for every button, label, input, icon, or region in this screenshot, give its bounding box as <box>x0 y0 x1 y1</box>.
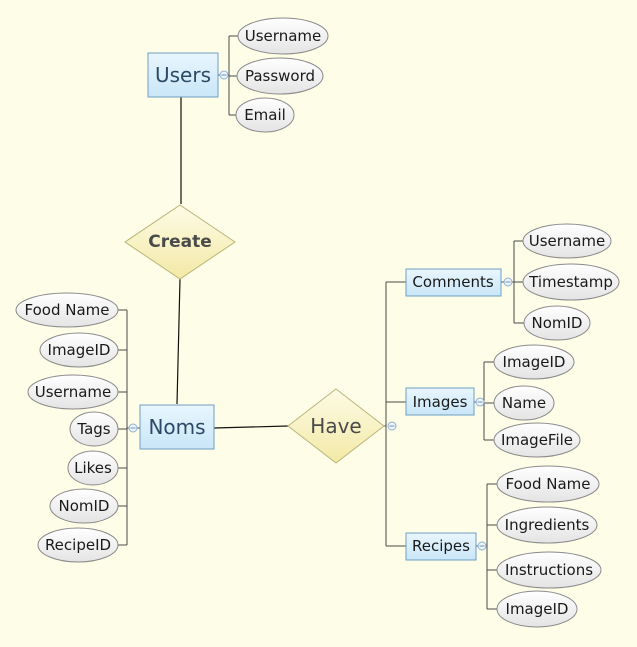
svg-text:Food Name: Food Name <box>506 475 591 493</box>
recipes-attribute[interactable]: Food Name <box>496 465 600 503</box>
comments-attribute[interactable]: NomID <box>523 305 591 341</box>
svg-text:Password: Password <box>245 67 315 85</box>
entity-images-label: Images <box>413 393 468 411</box>
entity-noms[interactable]: Noms <box>139 404 215 450</box>
collapse-toggle-icon[interactable] <box>128 423 138 433</box>
svg-text:Username: Username <box>245 27 321 45</box>
images-attribute[interactable]: ImageFile <box>493 422 581 458</box>
svg-text:Username: Username <box>529 232 605 250</box>
svg-text:Ingredients: Ingredients <box>505 516 590 534</box>
images-attribute[interactable]: Name <box>493 385 555 421</box>
entity-comments[interactable]: Comments <box>405 268 502 297</box>
svg-text:ImageID: ImageID <box>506 600 569 618</box>
entity-users[interactable]: Users <box>147 52 219 98</box>
collapse-toggle-icon[interactable] <box>219 70 229 80</box>
svg-text:Timestamp: Timestamp <box>528 273 613 291</box>
svg-text:Email: Email <box>244 106 286 124</box>
users-attribute[interactable]: Email <box>235 97 295 133</box>
noms-attribute[interactable]: RecipeID <box>37 527 119 563</box>
comments-attribute[interactable]: Timestamp <box>522 263 620 301</box>
collapse-toggle-icon[interactable] <box>477 541 487 551</box>
entity-comments-label: Comments <box>412 273 493 291</box>
svg-text:Tags: Tags <box>76 420 110 438</box>
recipes-attribute[interactable]: Ingredients <box>496 506 598 544</box>
svg-text:Food Name: Food Name <box>25 301 110 319</box>
relationship-have-label: Have <box>310 414 361 438</box>
svg-text:RecipeID: RecipeID <box>45 536 111 554</box>
noms-attribute[interactable]: Username <box>27 374 119 410</box>
svg-text:NomID: NomID <box>532 314 583 332</box>
svg-text:Likes: Likes <box>74 459 112 477</box>
svg-text:ImageID: ImageID <box>48 341 111 359</box>
noms-attribute[interactable]: NomID <box>49 488 119 524</box>
svg-text:ImageFile: ImageFile <box>501 431 573 449</box>
svg-text:Name: Name <box>502 394 546 412</box>
entity-recipes-label: Recipes <box>412 537 470 555</box>
svg-text:Username: Username <box>35 383 111 401</box>
comments-attribute[interactable]: Username <box>522 223 612 259</box>
entity-noms-label: Noms <box>148 415 205 439</box>
svg-text:ImageID: ImageID <box>503 353 566 371</box>
relationship-create[interactable]: Create <box>124 204 236 280</box>
users-attribute[interactable]: Username <box>237 17 329 55</box>
entity-images[interactable]: Images <box>405 387 475 416</box>
svg-text:Instructions: Instructions <box>505 561 593 579</box>
collapse-toggle-icon[interactable] <box>475 397 485 407</box>
users-attribute[interactable]: Password <box>236 57 324 95</box>
images-attribute[interactable]: ImageID <box>493 344 575 380</box>
svg-text:NomID: NomID <box>59 497 110 515</box>
entity-recipes[interactable]: Recipes <box>405 532 477 561</box>
recipes-attribute[interactable]: Instructions <box>496 551 602 589</box>
relationship-have[interactable]: Have <box>287 388 385 464</box>
relationship-create-label: Create <box>148 232 212 252</box>
connector-lines <box>118 35 524 610</box>
collapse-toggle-icon[interactable] <box>503 277 513 287</box>
noms-attribute[interactable]: Tags <box>69 411 119 447</box>
noms-attribute[interactable]: ImageID <box>39 332 119 368</box>
collapse-toggle-icon[interactable] <box>387 421 397 431</box>
noms-attribute[interactable]: Food Name <box>15 292 119 328</box>
noms-attribute[interactable]: Likes <box>67 450 119 486</box>
entity-users-label: Users <box>155 63 211 87</box>
recipes-attribute[interactable]: ImageID <box>496 590 578 628</box>
